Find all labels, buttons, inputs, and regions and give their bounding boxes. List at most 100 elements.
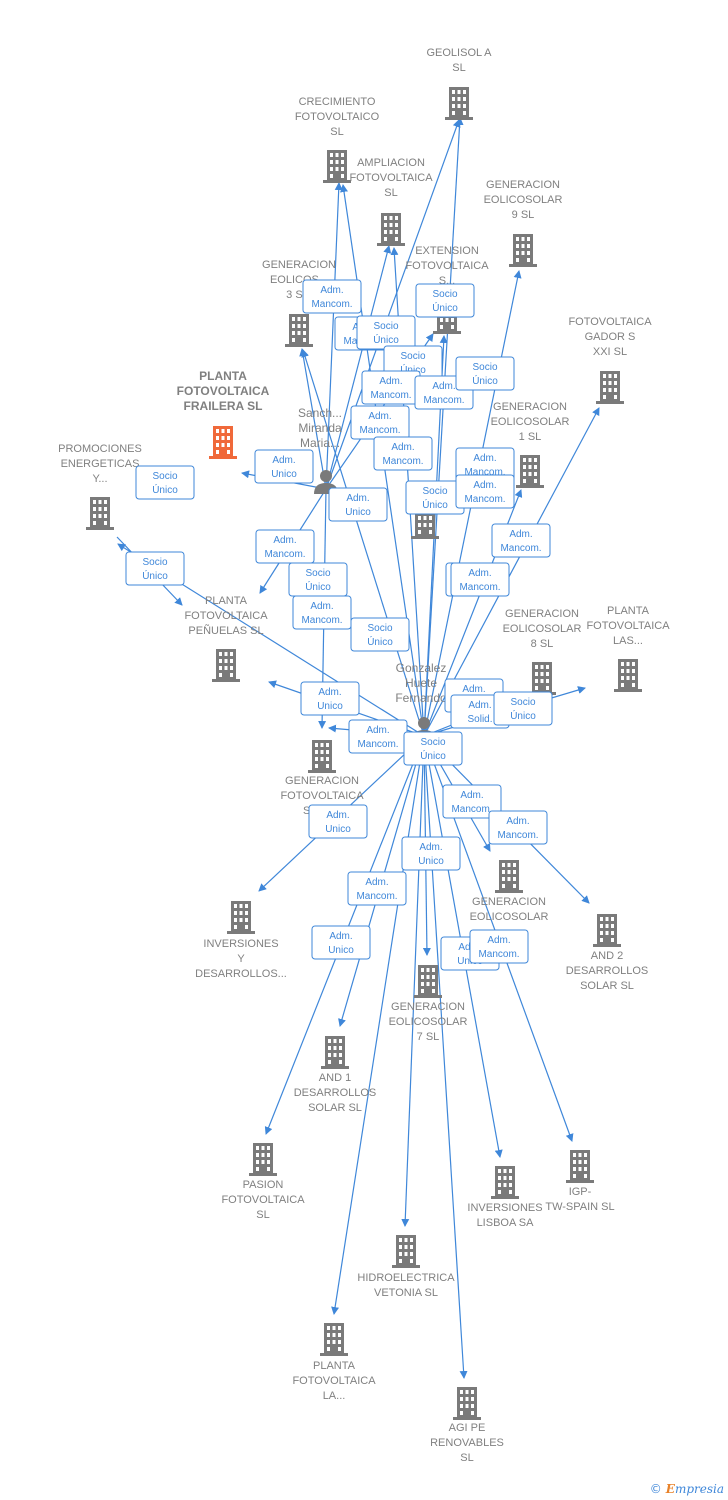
company-label-line: AGI PE bbox=[449, 1422, 486, 1434]
relation-label: Adm.Mancom. bbox=[469, 929, 529, 964]
relation-label: Adm.Unico bbox=[311, 925, 371, 960]
building-icon bbox=[227, 901, 255, 934]
building-icon bbox=[414, 965, 442, 998]
building-icon bbox=[212, 649, 240, 682]
relation-text: Socio bbox=[420, 737, 445, 748]
relation-text: Mancom. bbox=[264, 549, 305, 560]
relation-label: Adm.Mancom. bbox=[350, 405, 410, 440]
relation-text: Adm. bbox=[468, 568, 491, 579]
company-node-hidroelectrica[interactable]: HIDROELECTRICA VETONIA SL bbox=[357, 1235, 455, 1299]
edge-sanchez-1 bbox=[325, 182, 343, 490]
company-label-line: AMPLIACION bbox=[357, 157, 425, 169]
company-node-promociones[interactable]: PROMOCIONESENERGETICASY... bbox=[58, 443, 142, 530]
company-node-inversiones_desarrollos[interactable]: INVERSIONESYDESARROLLOS... bbox=[195, 901, 287, 980]
company-label-line: XXI SL bbox=[593, 346, 627, 358]
relation-label: Adm.Mancom. bbox=[491, 523, 551, 558]
relation-text: Adm. bbox=[272, 455, 295, 466]
empresia-brand[interactable]: ©Empresia bbox=[650, 1482, 724, 1496]
relation-text: Adm. bbox=[460, 790, 483, 801]
building-icon bbox=[249, 1143, 277, 1176]
relation-text: Adm. bbox=[391, 442, 414, 453]
company-node-agi_pe[interactable]: AGI PE RENOVABLES SL bbox=[430, 1387, 504, 1464]
relation-box bbox=[415, 283, 475, 318]
company-label-line: FOTOVOLTAICA bbox=[280, 790, 364, 802]
relation-text: Único bbox=[422, 498, 448, 511]
company-label-line: EOLICOSOLAR bbox=[484, 194, 563, 206]
relation-box bbox=[302, 279, 362, 314]
company-label-line: ENERGETICAS bbox=[61, 458, 140, 470]
company-node-and1[interactable]: AND 1 DESARROLLOS SOLAR SL bbox=[294, 1036, 377, 1114]
building-icon bbox=[614, 659, 642, 692]
company-label-line: EOLICOSOLAR bbox=[470, 911, 549, 923]
relation-text: Mancom. bbox=[497, 830, 538, 841]
building-icon bbox=[86, 497, 114, 530]
relation-text: Único bbox=[510, 709, 536, 722]
company-label-line: 9 SL bbox=[512, 209, 535, 221]
relation-text: Único bbox=[472, 374, 498, 387]
building-icon bbox=[495, 860, 523, 893]
relation-label: Adm.Mancom. bbox=[292, 595, 352, 630]
relation-text: Socio bbox=[432, 289, 457, 300]
company-label-line: FOTOVOLTAICA bbox=[292, 1375, 376, 1387]
relation-text: Mancom. bbox=[301, 615, 342, 626]
relation-text: Único bbox=[373, 333, 399, 346]
relation-box bbox=[125, 551, 185, 586]
company-label-line: GADOR S bbox=[585, 331, 636, 343]
relation-text: Mancom. bbox=[423, 395, 464, 406]
building-icon bbox=[453, 1387, 481, 1420]
company-label-line: PLANTA bbox=[313, 1360, 356, 1372]
company-node-extension[interactable]: EXTENSIONFOTOVOLTAICAS... bbox=[405, 245, 489, 334]
company-label-line: LAS... bbox=[613, 635, 643, 647]
building-icon bbox=[392, 1235, 420, 1268]
company-label-line: RENOVABLES bbox=[430, 1437, 504, 1449]
building-icon bbox=[596, 371, 624, 404]
company-label-line: LA... bbox=[323, 1390, 346, 1402]
person-label-line: Huete bbox=[405, 676, 437, 690]
company-label-line: VETONIA SL bbox=[374, 1287, 438, 1299]
copyright-icon: © bbox=[649, 1482, 662, 1496]
company-node-planta_las[interactable]: PLANTAFOTOVOLTAICALAS... bbox=[586, 605, 670, 692]
person-node-sanchez[interactable]: Sanch...MirandaMaria... bbox=[298, 406, 342, 494]
relation-text: Mancom. bbox=[356, 891, 397, 902]
relation-label: Adm.Mancom. bbox=[302, 279, 362, 314]
relation-text: Unico bbox=[271, 469, 297, 480]
company-label-line: EOLICOSOLAR bbox=[503, 623, 582, 635]
relation-label: Adm.Unico bbox=[300, 681, 360, 716]
company-label-line: HIDROELECTRICA bbox=[357, 1272, 455, 1284]
relation-box bbox=[308, 804, 368, 839]
relations-layer: Adm.Mancom.SocioÚnicoAdm.Mancom.SocioÚni… bbox=[125, 279, 553, 971]
edge-gonzalez-29 bbox=[401, 735, 425, 1227]
relation-label: Adm.Mancom. bbox=[347, 871, 407, 906]
relation-text: Mancom. bbox=[451, 804, 492, 815]
company-node-geolisol[interactable]: GEOLISOL ASL bbox=[426, 47, 492, 120]
company-label-line: Y bbox=[237, 953, 245, 965]
company-label-line: Y... bbox=[92, 473, 107, 485]
company-label-line: AND 2 bbox=[591, 950, 623, 962]
company-label-line: SOLAR SL bbox=[308, 1102, 362, 1114]
company-label-line: DESARROLLOS bbox=[294, 1087, 377, 1099]
relation-label: Adm.Mancom. bbox=[255, 529, 315, 564]
company-node-igp[interactable]: IGP-TW-SPAIN SL bbox=[545, 1150, 615, 1213]
company-label-line: GENERACION bbox=[262, 259, 336, 271]
edge-sanchez-2 bbox=[325, 245, 392, 490]
company-label-line: AND 1 bbox=[319, 1072, 351, 1084]
company-node-planta_la[interactable]: PLANTA FOTOVOLTAICA LA... bbox=[292, 1323, 376, 1402]
company-label-line: SL bbox=[460, 1452, 473, 1464]
